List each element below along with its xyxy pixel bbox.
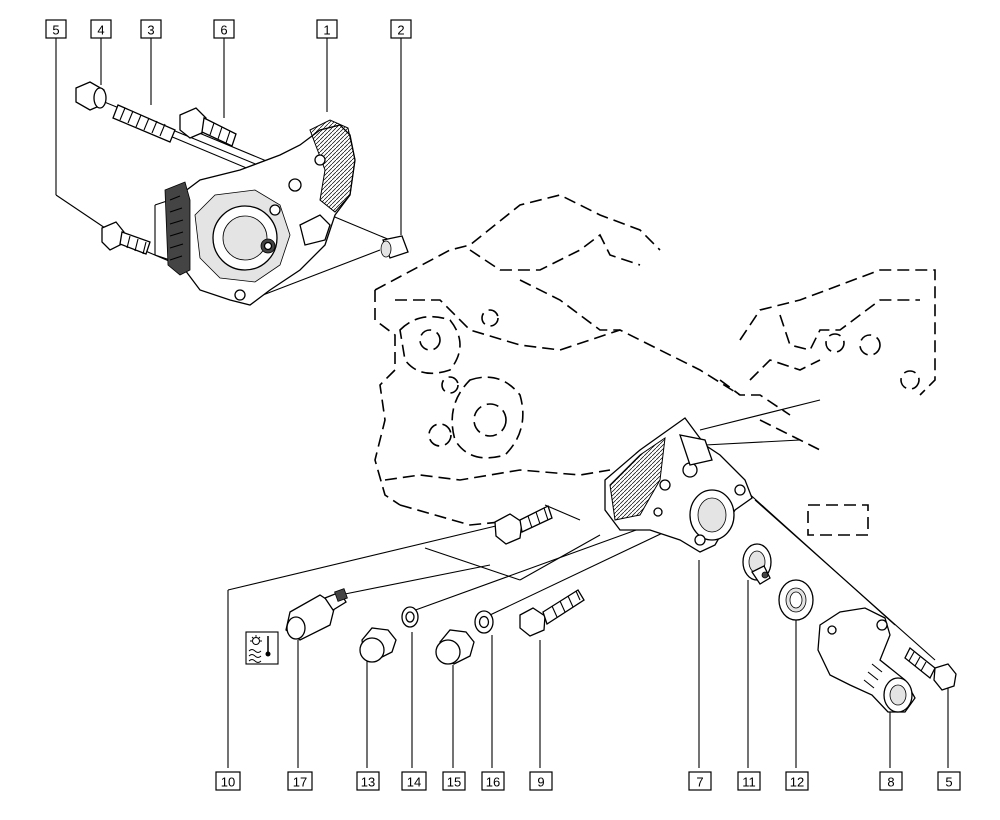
callout-number: 10 (221, 775, 235, 790)
callout-box (213, 19, 235, 39)
callout-c10: 10 (215, 771, 241, 791)
callout-box (401, 771, 427, 791)
callout-number: 5 (52, 23, 59, 38)
callout-number: 15 (447, 775, 461, 790)
callout-c14: 14 (401, 771, 427, 791)
callout-c3: 3 (140, 19, 162, 39)
callout-box (442, 771, 466, 791)
engine-block-outline (374, 194, 936, 536)
callout-c11: 11 (737, 771, 761, 791)
callout-number: 5 (945, 775, 952, 790)
leader-lines (55, 38, 949, 768)
bolt-short (101, 221, 151, 255)
callout-number: 11 (742, 775, 756, 790)
callout-number: 8 (887, 775, 894, 790)
callout-box (90, 19, 112, 39)
thermostat (742, 543, 772, 585)
callout-number: 4 (97, 23, 104, 38)
callout-c4: 4 (90, 19, 112, 39)
callout-number: 12 (790, 775, 804, 790)
callout-number: 16 (486, 775, 500, 790)
callout-c5-top: 5 (45, 19, 67, 39)
callout-c9: 9 (529, 771, 553, 791)
thermostat-housing (604, 417, 753, 553)
callout-number: 17 (293, 775, 307, 790)
callout-box (215, 771, 241, 791)
callout-number: 9 (537, 775, 544, 790)
callout-c2: 2 (390, 19, 412, 39)
callout-box (481, 771, 505, 791)
coolant-outlet-housing (817, 607, 916, 713)
callout-c17: 17 (287, 771, 313, 791)
callout-c1: 1 (316, 19, 338, 39)
callout-c6: 6 (213, 19, 235, 39)
seal-ring (778, 579, 814, 621)
callout-box (737, 771, 761, 791)
washer (474, 610, 494, 634)
temperature-sensor (285, 588, 348, 641)
drain-plug (435, 629, 475, 665)
callout-box (45, 19, 67, 39)
coolant-temperature-icon (245, 631, 279, 665)
callout-box (879, 771, 903, 791)
bolt-long (179, 107, 237, 147)
washer-small (401, 606, 419, 628)
stud (112, 104, 176, 143)
callout-box (316, 19, 338, 39)
callout-c7: 7 (688, 771, 712, 791)
callout-number: 14 (407, 775, 421, 790)
nut (75, 81, 107, 111)
callout-box (529, 771, 553, 791)
callout-box (688, 771, 712, 791)
callout-c13: 13 (356, 771, 380, 791)
callout-number: 1 (323, 23, 330, 38)
dowel-sleeve (380, 235, 409, 259)
callout-number: 13 (361, 775, 375, 790)
outlet-bolt (904, 646, 957, 691)
callout-c12: 12 (785, 771, 809, 791)
callout-box (356, 771, 380, 791)
water-pump (164, 119, 356, 306)
callout-number: 3 (147, 23, 154, 38)
long-bolt (519, 589, 585, 637)
callout-c15: 15 (442, 771, 466, 791)
mounting-bolt (494, 505, 553, 545)
drain-plug-small (359, 627, 397, 663)
callout-c16: 16 (481, 771, 505, 791)
callout-box (140, 19, 162, 39)
callout-c5-bottom: 5 (937, 771, 961, 791)
callout-box (390, 19, 412, 39)
callout-number: 6 (220, 23, 227, 38)
callout-box (287, 771, 313, 791)
callout-c8: 8 (879, 771, 903, 791)
callout-number: 7 (696, 775, 703, 790)
callout-box (937, 771, 961, 791)
callout-number: 2 (397, 23, 404, 38)
callout-box (785, 771, 809, 791)
